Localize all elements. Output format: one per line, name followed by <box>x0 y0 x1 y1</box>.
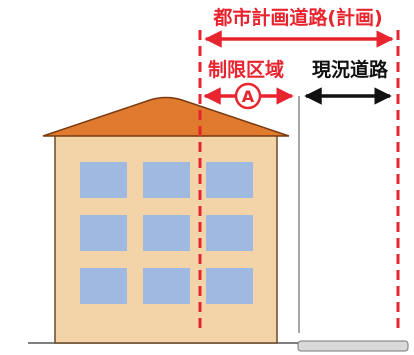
zone-marker-letter: A <box>242 87 255 106</box>
window <box>80 215 127 251</box>
window <box>143 162 190 198</box>
window <box>206 268 253 304</box>
window <box>80 268 127 304</box>
zone-marker-circle <box>234 82 262 110</box>
window <box>206 215 253 251</box>
restricted-zone-label: 制限区域 <box>208 58 284 81</box>
current-road-slab <box>297 340 409 352</box>
building <box>42 96 290 344</box>
current-road-label: 現況道路 <box>312 58 389 81</box>
window <box>143 215 190 251</box>
window <box>206 162 253 198</box>
window <box>80 162 127 198</box>
planned-road-label: 都市計画道路(計画) <box>212 6 382 29</box>
building-roof <box>42 96 290 137</box>
building-windows <box>80 162 253 304</box>
window <box>143 268 190 304</box>
